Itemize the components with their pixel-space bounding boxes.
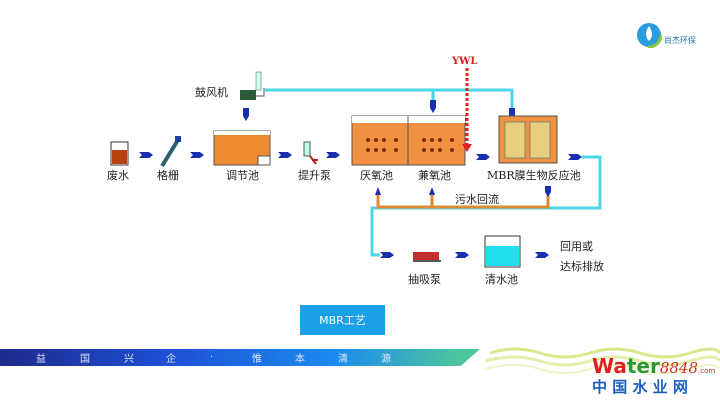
water-drop-logo-icon xyxy=(635,21,663,49)
slogan-char: · xyxy=(210,352,214,363)
slogan-char: 源 xyxy=(381,354,391,365)
slogan-char: 惟 xyxy=(252,354,262,365)
reuse-label-1: 回用或 xyxy=(560,240,593,253)
slogan-char: 益 xyxy=(36,354,46,365)
flow-arrow-icons xyxy=(139,152,582,258)
blower-label: 鼓风机 xyxy=(195,86,228,99)
grate-icon xyxy=(160,136,181,168)
equalization-tank-icon xyxy=(213,130,271,166)
clear-water-tank-icon xyxy=(484,235,521,268)
wastewater-tank-icon xyxy=(110,141,129,166)
slogan-char: 企 xyxy=(166,354,176,365)
company-logo: 尚杰环保 xyxy=(635,20,706,50)
brand-part: 8848 xyxy=(659,359,699,377)
brand-part: Wa xyxy=(592,354,627,378)
return-label: 污水回流 xyxy=(455,193,499,206)
return-arrow-icons xyxy=(375,186,551,197)
slogan-char: 本 xyxy=(295,354,305,365)
wastewater-label: 废水 xyxy=(107,169,129,182)
title-box: MBR工艺 xyxy=(300,305,385,335)
anaerobic-label: 厌氧池 xyxy=(360,169,393,182)
mbr-label: MBR膜生物反应池 xyxy=(487,169,581,182)
suction-pump-icon xyxy=(413,252,441,262)
mbr-tank-icon xyxy=(498,115,558,164)
lift-pump-icon xyxy=(303,141,318,165)
slogan-char: 清 xyxy=(338,354,348,365)
brand-part: .com xyxy=(698,367,716,375)
air-pipe xyxy=(265,88,514,108)
reuse-label-2: 达标排放 xyxy=(560,260,604,273)
suction-pump-label: 抽吸泵 xyxy=(408,273,441,286)
grate-label: 格栅 xyxy=(157,169,179,182)
brand-part: ter xyxy=(626,354,660,378)
lift-pump-label: 提升泵 xyxy=(298,169,331,182)
slogan-band: 益 国 兴 企 · 惟 本 清 源 xyxy=(0,349,480,366)
equalization-label: 调节池 xyxy=(226,169,259,182)
wave-decoration xyxy=(485,347,720,374)
bio-tank-icon xyxy=(351,115,466,166)
slogan-char: 国 xyxy=(80,354,90,365)
logo-text: 尚杰环保 xyxy=(664,36,696,45)
blower-icon xyxy=(240,71,265,100)
watermark-cn: 中 国 水 业 网 xyxy=(592,378,688,396)
anoxic-label: 兼氧池 xyxy=(418,169,451,182)
ywl-label: YWL xyxy=(452,56,478,67)
watermark-logo: Water8848.com 中 国 水 业 网 xyxy=(592,354,715,397)
slogan-char: 兴 xyxy=(124,354,134,365)
clear-tank-label: 清水池 xyxy=(485,273,518,286)
